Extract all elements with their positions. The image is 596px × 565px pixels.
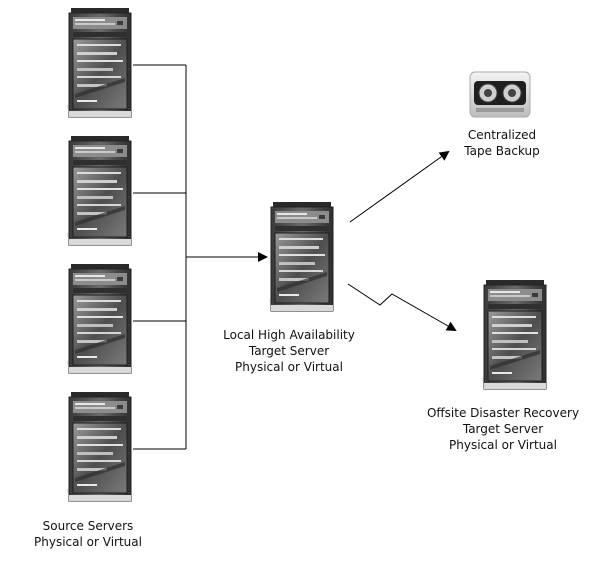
tape-backup-label-line-2: Tape Backup [464, 144, 540, 158]
local-target-label-line-3: Physical or Virtual [235, 360, 343, 374]
source-servers-label-line-2: Physical or Virtual [34, 535, 142, 549]
source-server-4 [67, 392, 132, 502]
offsite-target-label-line-1: Offsite Disaster Recovery [426, 406, 580, 420]
offsite-target-label-line-2: Target Server [462, 422, 544, 436]
arrow-to-tape-backup [349, 150, 450, 223]
source-server-2 [67, 136, 132, 246]
source-connector-lines [133, 64, 187, 450]
source-servers-label: Source Servers Physical or Virtual [22, 518, 154, 550]
local-target-label-line-1: Local High Availability [223, 328, 355, 342]
source-server-3 [67, 264, 132, 374]
source-servers-label-line-1: Source Servers [42, 519, 134, 533]
offsite-target-label: Offsite Disaster Recovery Target Server … [412, 405, 594, 453]
local-target-label: Local High Availability Target Server Ph… [200, 327, 378, 375]
tape-backup-label-line-1: Centralized [467, 128, 537, 142]
tape-drive-icon [469, 71, 531, 118]
offsite-target-server [482, 280, 547, 390]
offsite-target-label-line-3: Physical or Virtual [449, 438, 557, 452]
tape-backup-label: Centralized Tape Backup [442, 127, 562, 159]
source-server-1 [67, 8, 132, 118]
lightning-link-to-offsite [347, 283, 457, 331]
local-target-server [269, 202, 334, 312]
local-target-label-line-2: Target Server [248, 344, 330, 358]
